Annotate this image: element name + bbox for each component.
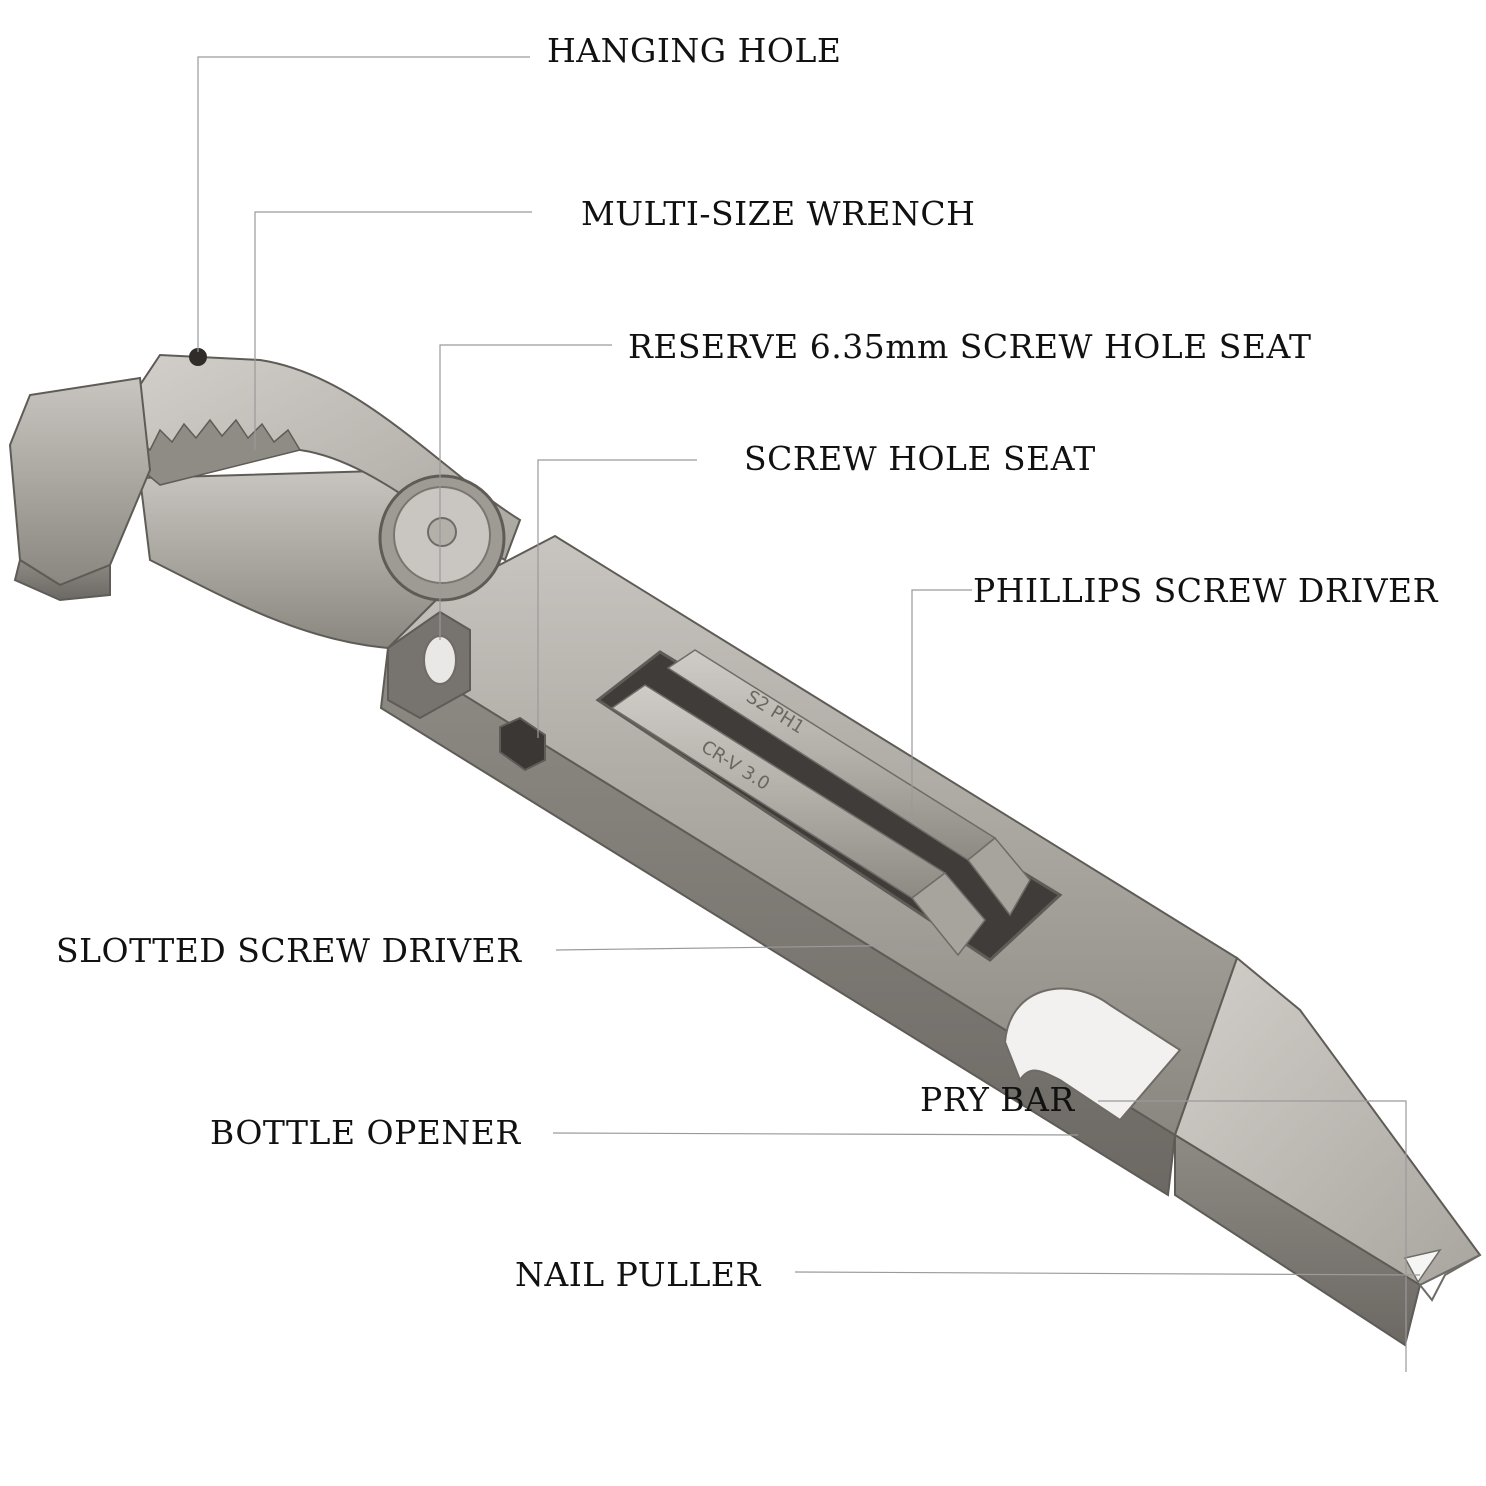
wrench-teeth xyxy=(129,418,302,486)
leader-phillips xyxy=(911,589,972,820)
leader-nail-puller xyxy=(794,1271,1421,1276)
label-nail-puller: NAIL PULLER xyxy=(515,1255,761,1294)
leader-reserve-seat xyxy=(439,344,612,640)
leader-pry-bar xyxy=(1098,1100,1407,1372)
leader-multi-size-wrench xyxy=(254,211,532,450)
leader-screw-hole-seat xyxy=(537,459,697,738)
tool-body: S2 PH1 CR-V 3.0 xyxy=(8,348,1482,1347)
label-screw-hole-seat: SCREW HOLE SEAT xyxy=(744,439,1096,478)
leader-lines xyxy=(197,56,1421,1372)
reserve-seat-hole xyxy=(423,635,457,685)
label-phillips-screw-driver: PHILLIPS SCREW DRIVER xyxy=(973,571,1438,610)
hanging-hole-mark xyxy=(189,348,207,366)
bottle-opener-notch xyxy=(1003,987,1182,1122)
label-pry-bar: PRY BAR xyxy=(920,1080,1075,1119)
label-slotted-screw-driver: SLOTTED SCREW DRIVER xyxy=(56,931,522,970)
label-hanging-hole: HANGING HOLE xyxy=(547,31,842,70)
pivot-screw-center xyxy=(427,517,457,547)
leader-bottle-opener xyxy=(552,1132,1079,1136)
leader-hanging-hole xyxy=(197,56,530,352)
label-bottle-opener: BOTTLE OPENER xyxy=(210,1113,521,1152)
label-reserve-screw-hole-seat: RESERVE 6.35mm SCREW HOLE SEAT xyxy=(628,327,1312,366)
wrench-hook xyxy=(8,376,152,587)
hex-socket xyxy=(499,716,546,772)
pry-bar-lower xyxy=(1174,1133,1422,1347)
nail-puller-slot xyxy=(1418,1254,1481,1302)
label-multi-size-wrench: MULTI-SIZE WRENCH xyxy=(581,194,976,233)
leader-slotted xyxy=(555,944,941,951)
